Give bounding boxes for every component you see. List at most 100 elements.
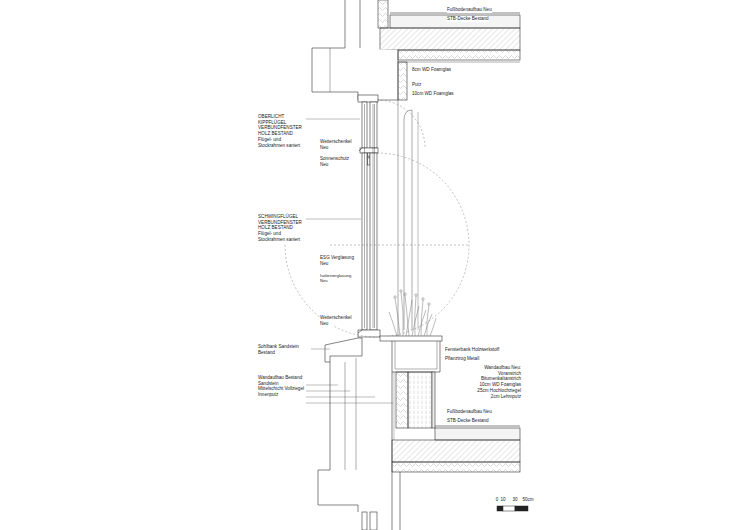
component-label: Sonnenschutz Neu	[320, 156, 354, 167]
label-anchor: Sohlbank Sandstein Bestand	[258, 344, 308, 355]
sandstone-layer	[345, 362, 346, 470]
scale-segment	[497, 506, 503, 511]
label-anchor: Fußbodenaufbau Neu	[447, 409, 492, 415]
scale-segment	[503, 506, 515, 511]
swing-arc	[285, 245, 377, 337]
layer-label: Fußbodenaufbau Neu	[447, 409, 492, 415]
sunshade-roll	[368, 156, 370, 158]
sunshade-box	[368, 153, 371, 165]
perforated-brick	[408, 372, 432, 428]
label-anchor: 0	[496, 497, 499, 503]
component-label: Pflanztrog Metall	[445, 356, 479, 362]
floor-buildup	[435, 428, 520, 440]
label-anchor: OBERLICHT KIPPFLÜGEL VERBUNDFENSTER HOLZ…	[258, 114, 304, 148]
grass	[401, 292, 403, 336]
seed-head	[404, 293, 406, 295]
grass	[424, 314, 432, 336]
grass	[418, 310, 426, 336]
grass	[415, 296, 416, 336]
scale-label: 50cm	[522, 497, 533, 503]
plaster-line	[398, 62, 520, 63]
glass-insulated	[373, 104, 374, 328]
concrete-slab	[380, 28, 520, 50]
component-label: Wetterschenkel Neu	[320, 315, 354, 326]
swing-arcs	[285, 100, 470, 337]
layer-label: STB-Decke Bestand	[447, 418, 489, 424]
stone-sill	[325, 338, 362, 362]
component-label: Sohlbank Sandstein Bestand	[258, 344, 308, 355]
reveal-line	[398, 100, 399, 336]
component-label: Wetterschenkel Neu	[320, 139, 354, 150]
component-label: ESG Verglasung Neu	[320, 255, 354, 266]
layer-label: 10cm WD Foamglas	[412, 91, 454, 97]
window-head-frame	[358, 95, 378, 102]
component-label: SCHWINGFLÜGEL VERBUNDFENSTER HOLZ BESTAN…	[258, 214, 304, 243]
lower-construction	[318, 358, 520, 530]
leader-line	[306, 219, 361, 220]
label-anchor: Fußbodenaufbau Neu	[447, 7, 492, 13]
label-anchor: Isolierverglasung Neu	[320, 273, 354, 283]
component-label: OBERLICHT KIPPFLÜGEL VERBUNDFENSTER HOLZ…	[258, 114, 304, 148]
grass	[412, 306, 419, 336]
component-label: Fensterbank Holzwerkstoff	[445, 347, 499, 353]
inner-plaster	[394, 372, 395, 440]
clay-plaster	[432, 372, 435, 428]
ceiling-insulation	[398, 50, 520, 60]
leader-line	[306, 391, 350, 392]
sill-and-planter	[325, 336, 442, 372]
wall-insulation	[378, 0, 388, 28]
label-anchor: Pflanztrog Metall	[445, 356, 479, 362]
leader-line	[306, 119, 360, 120]
glass-single	[364, 104, 365, 328]
lintel	[312, 48, 398, 100]
label-anchor: 10cm WD Foamglas	[412, 91, 454, 97]
reveal-insulation	[398, 62, 407, 100]
reveal-line	[418, 112, 419, 330]
grass	[405, 295, 409, 336]
grass	[395, 298, 400, 336]
seed-head	[394, 296, 396, 298]
layer-label: STB-Decke Bestand	[447, 16, 489, 22]
tilt-arc	[377, 100, 425, 148]
leader-lines	[306, 119, 393, 403]
window-board	[380, 336, 442, 341]
transom	[360, 148, 378, 153]
wall-outer-face	[318, 362, 358, 512]
seed-head	[422, 298, 424, 300]
grass	[389, 312, 397, 336]
scale-label: 10	[500, 497, 505, 503]
upper-construction	[312, 0, 520, 100]
layer-label: Fußbodenaufbau Neu	[447, 7, 492, 13]
ceiling-insulation	[392, 462, 520, 472]
lower-window-sash	[370, 512, 377, 530]
layer-label: Putz	[412, 82, 421, 88]
seed-head	[415, 294, 417, 296]
weather-bar	[359, 148, 362, 151]
wall-layer	[360, 0, 361, 48]
wall-face	[345, 0, 346, 48]
label-anchor: 50cm	[522, 497, 533, 503]
label-anchor: 10	[500, 497, 505, 503]
leader-line	[306, 397, 375, 398]
glass-insulated	[374, 104, 375, 328]
pivot-axis	[330, 245, 470, 246]
concrete-slab	[392, 440, 520, 462]
wall-buildup-label: Wandaufbau Neu: Voranstrich Bitumenkalta…	[471, 365, 521, 399]
wall-buildup-label: Wandaufbau Bestand: Sandstein Mittelschi…	[258, 375, 304, 398]
label-anchor: Wetterschenkel Neu	[320, 315, 354, 326]
grass	[430, 318, 436, 336]
label-anchor: SCHWINGFLÜGEL VERBUNDFENSTER HOLZ BESTAN…	[258, 214, 304, 243]
label-anchor: 30	[512, 497, 517, 503]
label-anchor: STB-Decke Bestand	[447, 16, 489, 22]
middle-layer	[356, 358, 357, 470]
scale-segment	[515, 506, 528, 511]
seed-head	[400, 290, 402, 292]
reveal-line	[400, 472, 401, 530]
grass	[406, 300, 412, 336]
label-anchor: Sonnenschutz Neu	[320, 156, 354, 167]
component-label: Isolierverglasung Neu	[320, 273, 354, 283]
scale-bar	[497, 506, 528, 511]
label-anchor: Wetterschenkel Neu	[320, 139, 354, 150]
